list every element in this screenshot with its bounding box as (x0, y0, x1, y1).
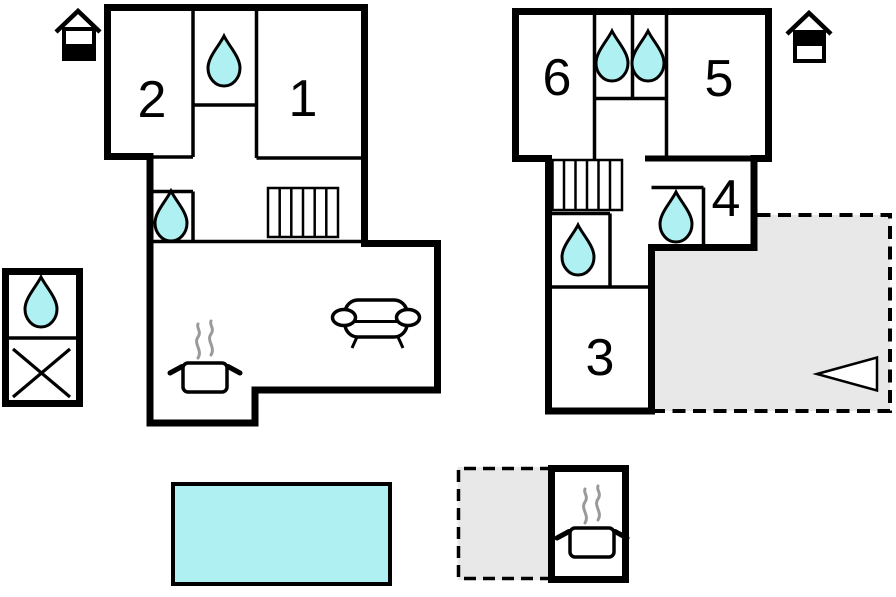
left-arrow-icon (812, 355, 879, 393)
sofa-icon (330, 298, 422, 349)
utility-box (2, 268, 83, 407)
stairs-icon (551, 158, 624, 212)
building-b: 6 5 4 3 (512, 8, 772, 415)
outdoor-kitchen-building (548, 465, 629, 583)
crossed-square-icon (11, 347, 72, 399)
room-3-label: 3 (586, 329, 615, 387)
building-b-outline (512, 8, 772, 415)
small-terrace-area (456, 466, 552, 581)
room-2-label: 2 (138, 71, 167, 129)
swimming-pool (171, 482, 392, 586)
room-4-label: 4 (712, 170, 741, 228)
room-6-label: 6 (543, 49, 572, 107)
stairs-icon (266, 186, 340, 239)
building-a: 2 1 (104, 4, 441, 427)
room-1-label: 1 (289, 70, 318, 128)
terrace-dashed-border (653, 213, 892, 413)
house-entrance-icon (785, 9, 833, 63)
terrace-area (653, 213, 892, 413)
house-entrance-icon (54, 7, 102, 61)
room-5-label: 5 (705, 50, 734, 108)
terrace-fill (655, 215, 890, 411)
small-terrace-fill (457, 467, 552, 580)
small-terrace-dashed-border (456, 466, 552, 581)
outdoor-kitchen-outline (548, 465, 629, 583)
